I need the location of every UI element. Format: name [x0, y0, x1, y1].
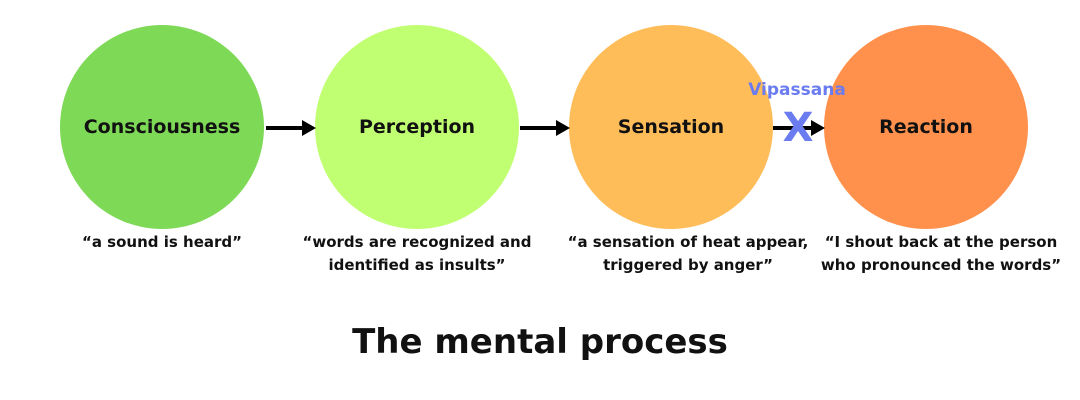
node-label: Sensation: [617, 116, 725, 138]
node-reaction: Reaction: [824, 25, 1028, 229]
caption-consciousness: “a sound is heard”: [81, 233, 242, 251]
arrow-perception-to-sensation: [520, 120, 570, 136]
caption-sensation: “a sensation of heat appear, triggered b…: [567, 233, 809, 274]
node-label: Reaction: [879, 116, 973, 138]
block-x-mark: X: [783, 106, 814, 146]
caption-perception: “words are recognized and identified as …: [302, 233, 532, 274]
vipassana-label: Vipassana: [748, 80, 846, 100]
node-sensation: Sensation: [569, 25, 773, 229]
node-label: Consciousness: [83, 116, 241, 138]
diagram-title: The mental process: [352, 322, 728, 362]
node-label: Perception: [358, 116, 476, 138]
arrow-consciousness-to-perception: [266, 120, 316, 136]
caption-reaction: “I shout back at the person who pronounc…: [820, 233, 1062, 274]
arrow-sensation-to-reaction: [773, 120, 825, 136]
node-consciousness: Consciousness: [60, 25, 264, 229]
block-x-icon: X: [783, 106, 814, 146]
node-perception: Perception: [315, 25, 519, 229]
